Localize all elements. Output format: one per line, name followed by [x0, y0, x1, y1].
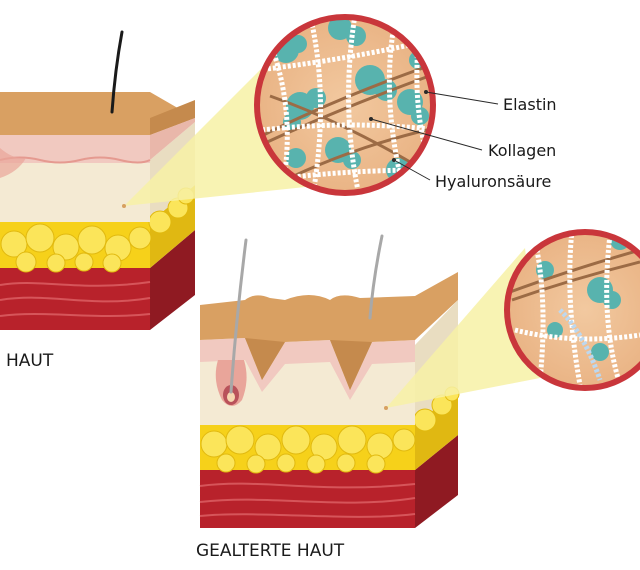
label-kollagen: Kollagen [488, 141, 557, 160]
label-young-skin: HAUT [6, 351, 54, 371]
leader-lines [370, 91, 499, 181]
young-epidermis-top [0, 92, 195, 135]
aged-skin-block [199, 234, 460, 528]
aged-zoom-cone [386, 248, 540, 408]
label-hyaluronsaeure: Hyaluronsäure [435, 172, 552, 191]
young-fat-cells [0, 187, 195, 273]
hyaluron-clusters [273, 17, 429, 182]
young-muscle [0, 268, 150, 330]
aged-hair-1 [229, 238, 248, 394]
aged-dermis-pink [200, 338, 415, 400]
young-side-muscle [150, 230, 195, 330]
aged-zoom-circle [504, 229, 640, 391]
young-zoom-circle [254, 14, 436, 196]
young-hair [110, 30, 124, 114]
label-aged-skin: GEALTERTE HAUT [196, 541, 345, 561]
young-dermis [0, 160, 150, 222]
aged-hair-2 [368, 234, 384, 320]
aged-side-muscle [415, 435, 458, 528]
label-elastin: Elastin [503, 95, 557, 114]
aged-fat-cells [200, 386, 460, 474]
young-skin-block [0, 30, 195, 330]
